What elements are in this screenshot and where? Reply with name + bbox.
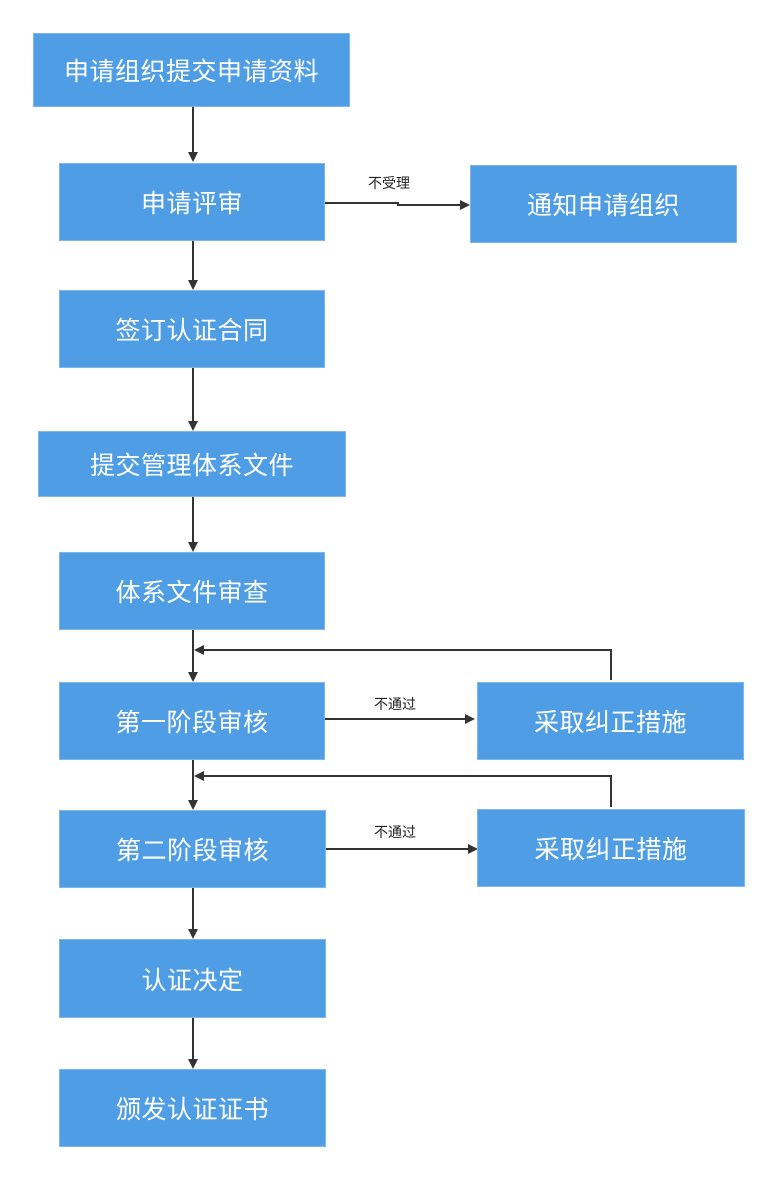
arrow-review-to-notify [325,200,470,210]
node-corrective-1: 采取纠正措施 [477,682,744,760]
node-stage1-audit: 第一阶段审核 [59,682,325,760]
node-stage2-audit: 第二阶段审核 [59,810,326,888]
arrow-corrective1-back [194,645,612,680]
node-submit-application: 申请组织提交申请资料 [33,33,350,107]
node-notify-applicant: 通知申请组织 [470,165,737,243]
node-doc-review: 体系文件审查 [59,552,325,630]
node-application-review: 申请评审 [59,163,325,241]
edge-label-not-passed-2: 不通过 [374,825,416,841]
node-sign-contract: 签订认证合同 [59,290,325,368]
node-submit-docs: 提交管理体系文件 [38,431,346,497]
arrow-corrective2-back [194,771,612,807]
edge-label-not-accepted: 不受理 [368,176,410,192]
node-issue-certificate: 颁发认证证书 [59,1069,326,1147]
edge-label-not-passed-1: 不通过 [374,697,416,713]
node-decision: 认证决定 [59,939,326,1018]
node-corrective-2: 采取纠正措施 [477,809,745,887]
